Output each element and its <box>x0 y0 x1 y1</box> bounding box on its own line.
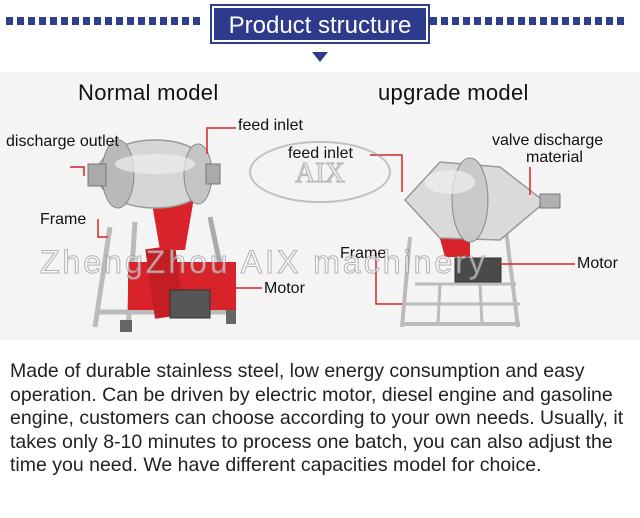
company-watermark: ZhengZhou AIX machinery <box>40 244 488 281</box>
svg-text:AIX: AIX <box>295 158 345 189</box>
down-arrow-icon <box>312 52 328 62</box>
label-feed-inlet-normal: feed inlet <box>238 117 303 134</box>
header-dashes-left <box>6 17 200 25</box>
label-discharge-outlet: discharge outlet <box>6 133 119 150</box>
label-frame-upgrade: Frame <box>340 245 387 262</box>
normal-model-machine <box>70 127 262 332</box>
section-title: Product structure <box>212 6 428 42</box>
label-motor-upgrade: Motor <box>577 255 618 272</box>
normal-model-title: Normal model <box>78 80 219 105</box>
upgrade-model-title: upgrade model <box>378 80 529 105</box>
label-valve-discharge-line1: valve discharge <box>492 132 604 149</box>
label-motor-normal: Motor <box>264 280 305 297</box>
aix-logo-icon: AIX <box>249 141 391 203</box>
label-frame-normal: Frame <box>40 211 87 228</box>
label-feed-inlet-upgrade: feed inlet <box>288 145 353 162</box>
upgrade-model-machine <box>370 154 575 328</box>
header-dashes-right <box>430 17 624 25</box>
machine-illustrations: AIX <box>70 127 575 332</box>
label-valve-discharge-line2: material <box>526 149 583 166</box>
description-panel <box>0 342 640 518</box>
product-description: Made of durable stainless steel, low ene… <box>10 360 624 476</box>
